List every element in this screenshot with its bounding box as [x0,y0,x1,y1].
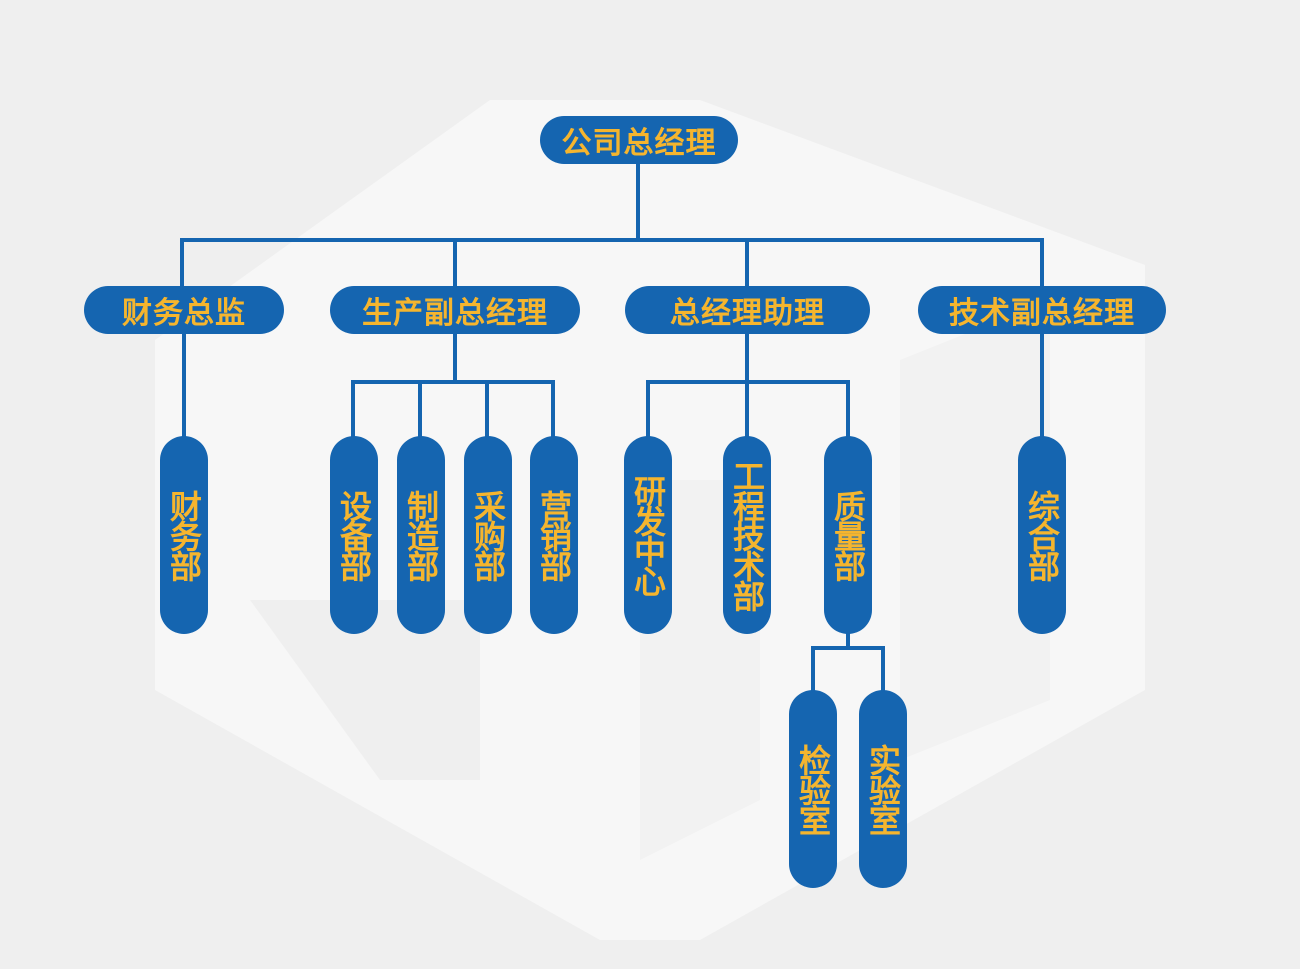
node-laboratory: 实验室 [859,690,907,888]
node-finance-dept: 财务部 [160,436,208,634]
node-finance-director: 财务总监 [84,286,284,334]
node-rnd-center: 研发中心 [624,436,672,634]
node-manufacturing-dept: 制造部 [397,436,445,634]
node-tech-vp: 技术副总经理 [918,286,1166,334]
node-marketing-dept: 营销部 [530,436,578,634]
node-gm-assistant: 总经理助理 [625,286,870,334]
node-engineering-dept: 工程技术部 [723,436,771,634]
node-equipment-dept: 设备部 [330,436,378,634]
node-general-dept: 综合部 [1018,436,1066,634]
node-quality-dept: 质量部 [824,436,872,634]
node-production-vp: 生产副总经理 [330,286,580,334]
node-inspection-room: 检验室 [789,690,837,888]
node-procurement-dept: 采购部 [464,436,512,634]
node-general-manager: 公司总经理 [540,116,738,164]
